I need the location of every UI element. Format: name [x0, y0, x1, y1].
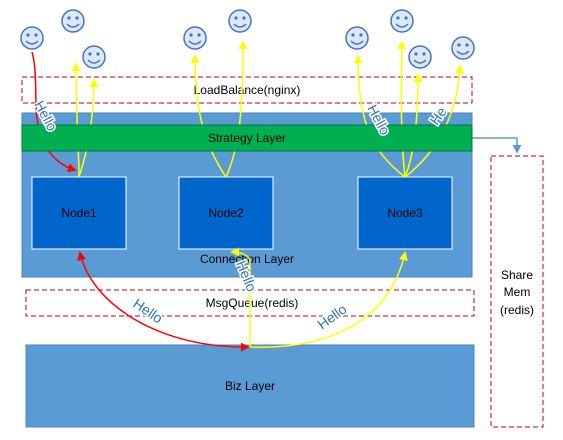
strategy-layer — [21, 124, 473, 152]
hello-label-bottom-left: Hello — [130, 295, 166, 326]
smiley-icon — [82, 45, 106, 69]
share-mem-label-line2: Mem — [504, 285, 531, 299]
load-balance-label: LoadBalance(nginx) — [194, 83, 301, 97]
node3-box — [357, 176, 453, 250]
biz-layer-label: Biz Layer — [225, 379, 275, 393]
share-mem-box — [490, 155, 544, 428]
biz-to-node2-arrow — [230, 247, 251, 347]
smiley-icon — [228, 9, 252, 33]
load-balance-box — [21, 76, 473, 104]
node2-label: Node2 — [208, 206, 244, 220]
smiley-icon — [451, 36, 475, 60]
node1-label: Node1 — [61, 206, 97, 220]
share-mem-label-line1: Share — [501, 268, 533, 282]
biz-layer — [25, 344, 475, 428]
node1-box — [31, 176, 127, 250]
smiley-icon — [183, 26, 207, 50]
smiley-icon — [408, 45, 432, 69]
node1-biz-arrow — [77, 251, 250, 352]
hello-label-bottom-right: Hello — [314, 301, 349, 333]
msgqueue-label: MsgQueue(redis) — [206, 296, 299, 310]
smiley-icon — [61, 9, 85, 33]
node3-label: Node3 — [387, 206, 423, 220]
share-mem-arrow — [472, 137, 522, 154]
share-mem-label-line3: (redis) — [500, 303, 534, 317]
smiley-icon — [345, 26, 369, 50]
smiley-icon — [20, 26, 44, 50]
smiley-icon — [390, 9, 414, 33]
strategy-layer-label: Strategy Layer — [208, 131, 286, 145]
users-group — [20, 9, 475, 69]
biz-to-node3-arrow — [249, 251, 408, 348]
